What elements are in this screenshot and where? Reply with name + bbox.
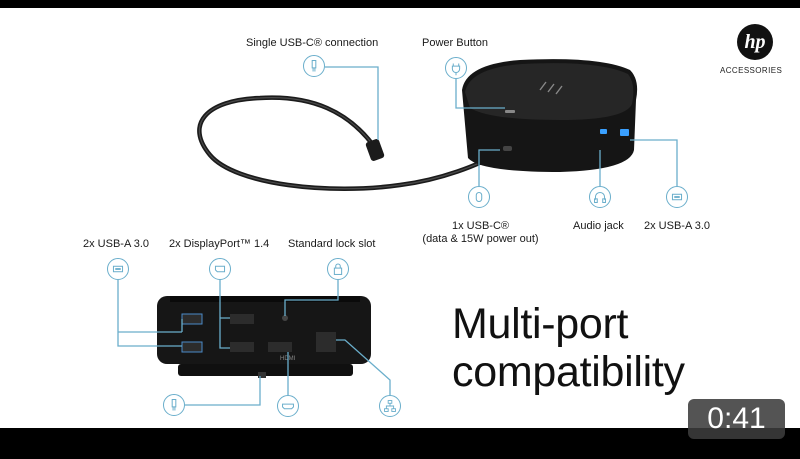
usb-c-plug-icon: [163, 394, 185, 416]
label-usb-a-front: 2x USB-A 3.0: [644, 220, 711, 232]
hdmi-icon: [277, 395, 299, 417]
label-audio-jack: Audio jack: [573, 220, 624, 232]
dock-top-view: [462, 59, 638, 172]
top-letterbox: [0, 0, 800, 8]
label-power-button: Power Button: [422, 37, 489, 49]
usb-c-plug: [365, 139, 385, 161]
headphones-icon: [589, 186, 611, 208]
label-usb-c-data: 1x USB-C® (data & 15W power out): [418, 220, 543, 246]
brand-subtitle: ACCESSORIES: [720, 66, 783, 75]
usb-a-port-icon: [107, 258, 129, 280]
hp-logo: hp: [737, 24, 773, 60]
usb-c-port-icon: [468, 186, 490, 208]
usb-a-port-icon: [666, 186, 688, 208]
headline-line2: compatibility: [452, 348, 685, 396]
video-timestamp: 0:41: [688, 399, 785, 439]
bottom-letterbox: [0, 428, 800, 459]
dock-rear-view: HDMI: [157, 296, 371, 378]
label-displayport: 2x DisplayPort™ 1.4: [169, 238, 270, 250]
label-lock-slot: Standard lock slot: [288, 238, 376, 250]
network-icon: [379, 395, 401, 417]
power-plug-icon: [445, 57, 467, 79]
headline: Multi-port compatibility: [452, 300, 685, 396]
label-usb-c-connection: Single USB-C® connection: [246, 37, 379, 49]
label-usb-a-rear: 2x USB-A 3.0: [83, 238, 150, 250]
usb-c-plug-icon: [303, 55, 325, 77]
callout-lines: [117, 66, 678, 406]
headline-line1: Multi-port: [452, 300, 629, 348]
lock-icon: [327, 258, 349, 280]
displayport-icon: [209, 258, 231, 280]
label-usb-c-data-line2: (data & 15W power out): [422, 233, 539, 245]
label-usb-c-data-line1: 1x USB-C®: [451, 220, 509, 232]
